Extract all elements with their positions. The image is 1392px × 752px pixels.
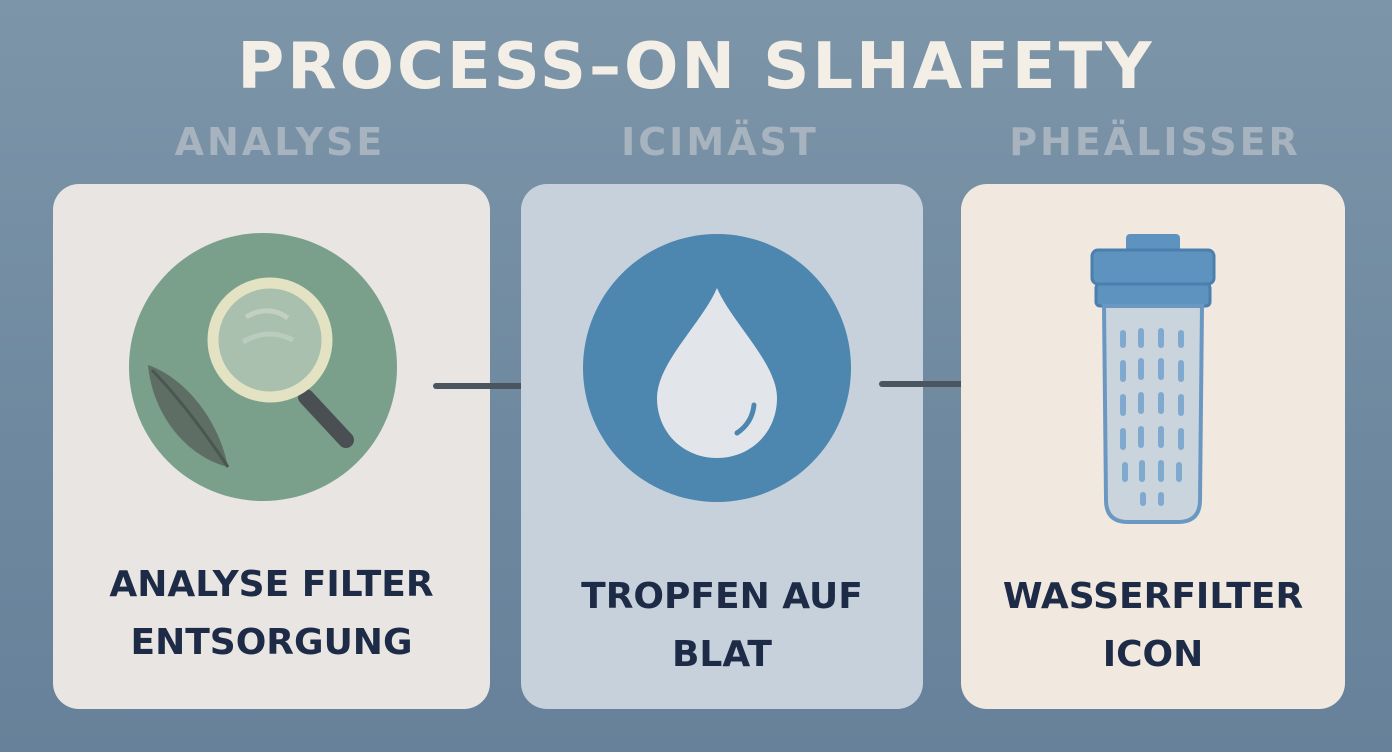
magnifier-leaf-icon [129,233,397,501]
process-card-analyse: ANALYSE FILTER ENTSORGUNG [53,184,490,709]
process-card-phealisser: WASSERFILTER ICON [961,184,1345,709]
card-label-wasserfilter: WASSERFILTER ICON [1002,576,1304,675]
stage-heading-phealisser: PHEÄLISSER [1009,120,1301,164]
card-label-tropfen: TROPFEN AUF BLAT [581,576,863,675]
water-drop-icon [583,234,851,502]
card-label-analyse: ANALYSE FILTER ENTSORGUNG [109,564,434,663]
stage-heading-analyse: ANALYSE [174,120,386,164]
stage-heading-icimast: ICIMÄST [621,120,819,164]
process-card-icimast: TROPFEN AUF BLAT [521,184,923,709]
page-title: PROCESS–ON SLHAFETY [237,30,1155,104]
water-filter-icon [1090,234,1216,524]
